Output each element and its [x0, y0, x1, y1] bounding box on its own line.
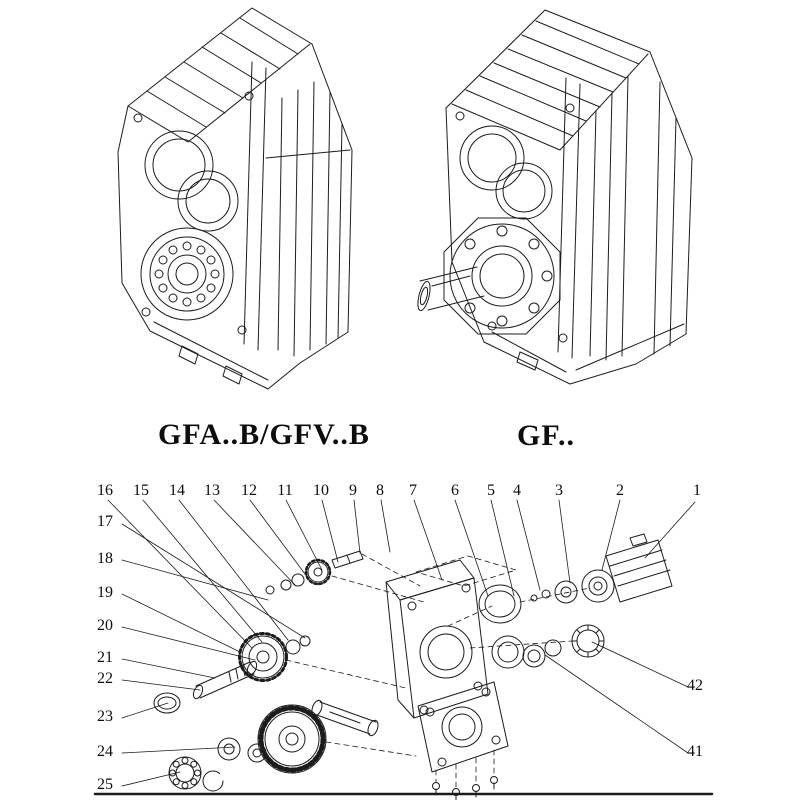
- output-gear-cluster: [168, 699, 379, 792]
- part-callout-42: 42: [687, 677, 703, 694]
- coupling-and-gasket: [478, 580, 578, 624]
- gearbox-drawing-shaft-output: [417, 9, 693, 385]
- part-callout-2: 2: [616, 482, 624, 499]
- output-bearings-rings: [491, 624, 605, 669]
- part-callout-9: 9: [349, 482, 357, 499]
- input-gear-cluster: [265, 550, 364, 595]
- part-callout-18: 18: [97, 550, 113, 567]
- part-callout-5: 5: [487, 482, 495, 499]
- gear-housing: [385, 559, 489, 719]
- part-callout-8: 8: [376, 482, 384, 499]
- part-callout-20: 20: [97, 617, 113, 634]
- part-callout-4: 4: [513, 482, 521, 499]
- part-callout-11: 11: [277, 482, 293, 499]
- part-callout-15: 15: [133, 482, 149, 499]
- intermediate-gear-cluster: [238, 632, 311, 682]
- exploded-view: [93, 499, 714, 800]
- part-callout-17: 17: [97, 513, 113, 530]
- pinion-shaft: [153, 660, 258, 714]
- model-label-gfab-gfvb: GFA..B/GFV..B: [158, 418, 370, 451]
- part-callout-22: 22: [97, 670, 113, 687]
- part-callout-12: 12: [241, 482, 257, 499]
- part-callout-1: 1: [693, 482, 701, 499]
- part-callout-13: 13: [204, 482, 220, 499]
- part-callout-19: 19: [97, 584, 113, 601]
- part-callout-41: 41: [687, 743, 703, 760]
- part-callout-10: 10: [313, 482, 329, 499]
- assembly-axis-lines: [285, 553, 591, 789]
- part-callout-23: 23: [97, 708, 113, 725]
- cover-plate-and-bolts: [417, 681, 509, 800]
- gearbox-drawing-foot-mounted: [117, 7, 353, 390]
- leader-lines-left: [121, 523, 306, 787]
- part-callout-6: 6: [451, 482, 459, 499]
- leader-lines-top: [107, 499, 696, 649]
- model-label-gf: GF..: [517, 419, 575, 452]
- part-callout-7: 7: [409, 482, 417, 499]
- part-callout-21: 21: [97, 649, 113, 666]
- part-callout-25: 25: [97, 776, 113, 793]
- motor-unit: [581, 533, 673, 603]
- part-callout-24: 24: [97, 743, 113, 760]
- part-callout-16: 16: [97, 482, 113, 499]
- leader-lines-right: [544, 641, 689, 754]
- part-callout-14: 14: [169, 482, 185, 499]
- part-callout-3: 3: [555, 482, 563, 499]
